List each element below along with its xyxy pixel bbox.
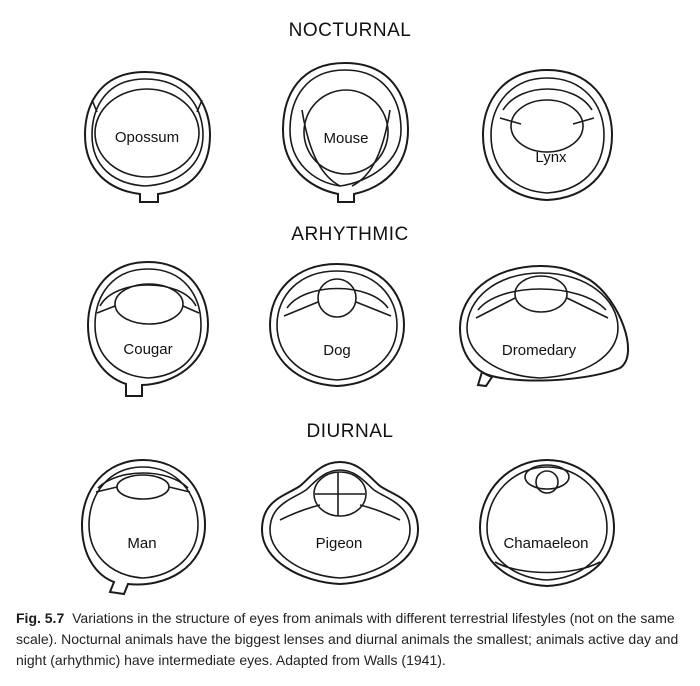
label-opossum: Opossum	[115, 129, 179, 146]
figure-caption: Fig. 5.7 Variations in the structure of …	[16, 608, 691, 671]
label-pigeon: Pigeon	[316, 535, 363, 552]
label-man: Man	[127, 535, 156, 552]
caption-text: Variations in the structure of eyes from…	[16, 610, 679, 668]
eye-mouse: Mouse	[281, 61, 410, 203]
label-mouse: Mouse	[323, 130, 368, 147]
eye-lynx: Lynx	[481, 68, 614, 202]
eye-opossum: Opossum	[83, 70, 212, 203]
label-lynx: Lynx	[535, 149, 567, 166]
eye-cougar: Cougar	[86, 260, 210, 397]
eye-chamaeleon: Chamaeleon	[478, 458, 616, 588]
eye-pigeon: Pigeon	[260, 460, 420, 586]
section-title-arhythmic: ARHYTHMIC	[291, 224, 409, 245]
eye-dromedary: Dromedary	[458, 264, 630, 388]
label-cougar: Cougar	[123, 341, 172, 358]
section-title-diurnal: DIURNAL	[306, 421, 394, 442]
label-chamaeleon: Chamaeleon	[503, 535, 588, 552]
section-title-nocturnal: NOCTURNAL	[288, 20, 412, 41]
figure-label: Fig. 5.7	[16, 610, 65, 626]
label-dromedary: Dromedary	[502, 342, 577, 359]
eye-man: Man	[80, 458, 207, 596]
label-dog: Dog	[323, 342, 351, 359]
eye-dog: Dog	[268, 262, 406, 388]
